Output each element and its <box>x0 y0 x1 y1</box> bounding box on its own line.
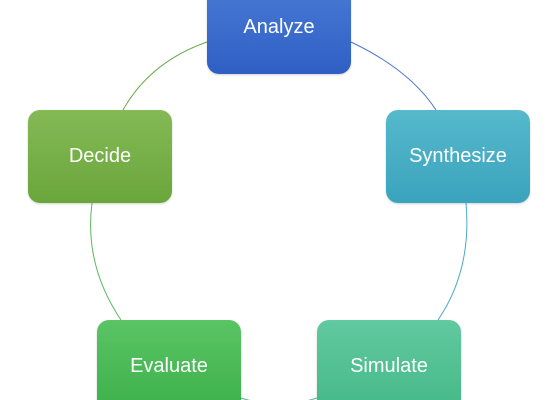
node-decide[interactable]: Decide <box>28 110 172 203</box>
node-evaluate[interactable]: Evaluate <box>97 320 241 400</box>
connector-synthesize-simulate <box>437 202 468 321</box>
connector-analyze-synthesize <box>350 41 437 111</box>
node-decide-label: Decide <box>68 145 132 167</box>
node-analyze[interactable]: Analyze <box>207 0 351 74</box>
node-simulate-label: Simulate <box>350 355 428 377</box>
node-simulate[interactable]: Simulate <box>317 320 461 400</box>
node-evaluate-label: Evaluate <box>130 355 208 377</box>
connector-decide-analyze <box>122 41 208 111</box>
node-synthesize[interactable]: Synthesize <box>386 110 530 203</box>
connector-evaluate-decide <box>90 202 122 321</box>
node-synthesize-label: Synthesize <box>409 145 507 167</box>
node-analyze-label: Analyze <box>243 16 315 38</box>
